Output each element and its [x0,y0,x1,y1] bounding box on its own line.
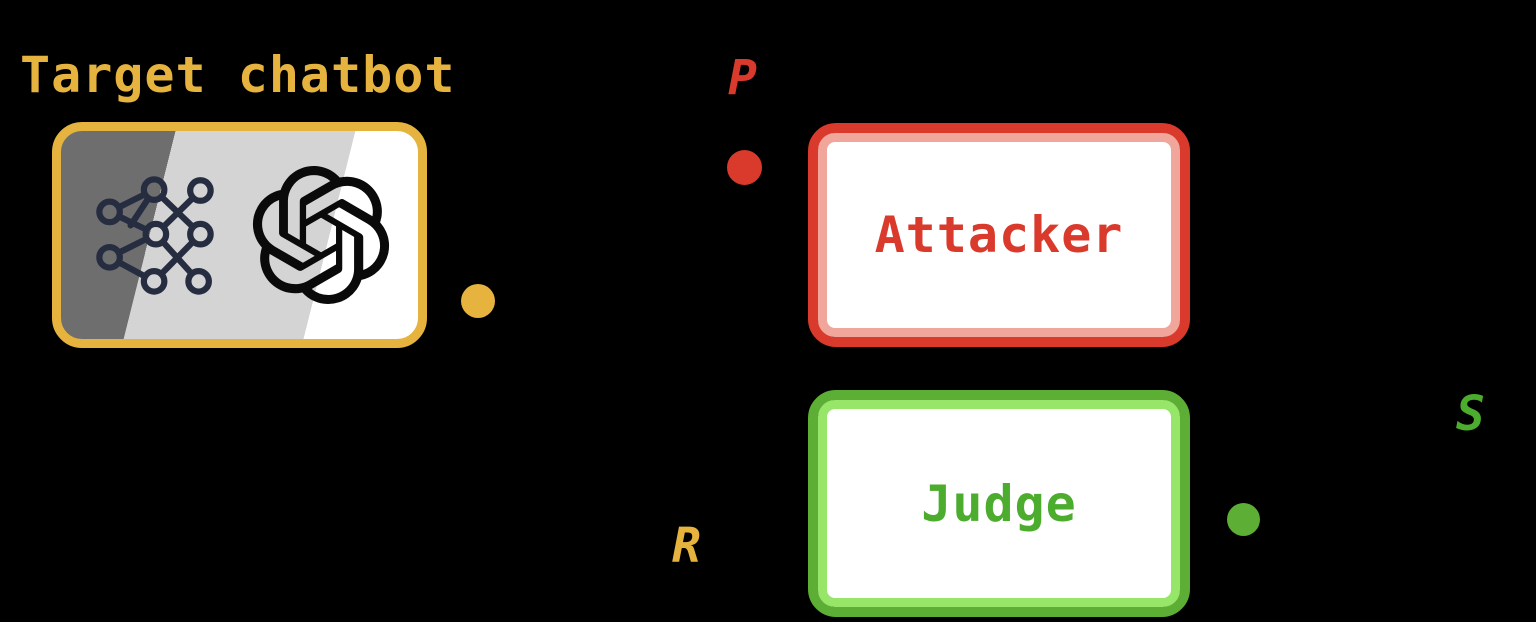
judge-box-inner: Judge [818,400,1180,607]
red-dot [727,150,762,185]
attacker-label: Attacker [874,206,1124,264]
gold-dot [461,284,495,318]
target-chatbot-title: Target chatbot [20,46,456,104]
neural-network-icon [95,175,214,295]
attacker-box-inner: Attacker [818,133,1180,337]
target-chatbot-box [52,122,427,348]
score-label: S [1456,386,1485,442]
attacker-box: Attacker [808,123,1190,347]
prompt-label: P [728,50,757,106]
judge-box: Judge [808,390,1190,617]
green-dot [1227,503,1260,536]
openai-logo-icon [252,166,389,304]
response-label: R [672,518,701,574]
judge-label: Judge [921,474,1077,533]
